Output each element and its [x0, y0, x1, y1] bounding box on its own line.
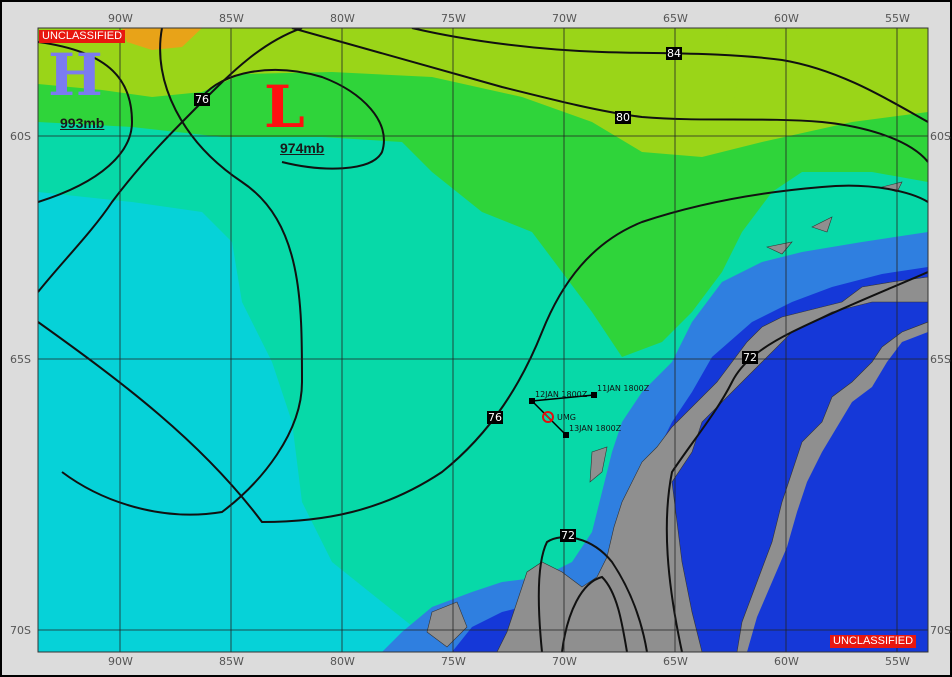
lon-label-top: 70W: [552, 12, 577, 25]
track-label-13jan: 13JAN 1800Z: [569, 424, 622, 433]
isobar-west-ring: [38, 41, 134, 203]
isobar-76-east: [38, 28, 303, 293]
contour-label-84: 84: [666, 47, 682, 60]
lat-label-right: 70S: [930, 624, 951, 637]
lat-label-left: 70S: [10, 624, 31, 637]
contour-label-76: 76: [194, 93, 210, 106]
low-pressure-letter: L: [264, 73, 305, 141]
ocean-zone-light-green-2: [562, 28, 742, 142]
lon-label-bottom: 65W: [663, 655, 688, 668]
lon-label-top: 85W: [219, 12, 244, 25]
lat-label-left: 65S: [10, 353, 31, 366]
lon-label-top: 55W: [885, 12, 910, 25]
isobar-72-inner: [561, 575, 628, 652]
land-islands: [426, 181, 903, 648]
high-pressure-value: 993mb: [60, 115, 105, 131]
lon-label-top: 65W: [663, 12, 688, 25]
isobar-76-low: [201, 68, 385, 170]
contour-label-72: 72: [742, 351, 758, 364]
lon-label-top: 60W: [774, 12, 799, 25]
lat-label-right: 60S: [930, 130, 951, 143]
station-label: UMG: [557, 413, 576, 422]
ocean-zone-orange: [122, 28, 202, 50]
isobar-72-coast: [665, 271, 928, 652]
graticule: [38, 28, 928, 652]
lon-label-bottom: 75W: [441, 655, 466, 668]
isobars: [38, 28, 928, 652]
lon-label-top: 75W: [441, 12, 466, 25]
contour-label-72: 72: [560, 529, 576, 542]
contour-label-80: 80: [615, 111, 631, 124]
land-dark-sea-east: [747, 332, 928, 652]
lon-label-top: 80W: [330, 12, 355, 25]
track-label-11jan: 11JAN 1800Z: [597, 384, 650, 393]
high-pressure-letter: H: [48, 41, 103, 109]
lon-label-bottom: 70W: [552, 655, 577, 668]
track-label-12jan: 12JAN 1800Z: [535, 390, 588, 399]
lon-label-bottom: 60W: [774, 655, 799, 668]
station-marker[interactable]: [542, 411, 554, 423]
lon-label-bottom: 55W: [885, 655, 910, 668]
lon-label-bottom: 80W: [330, 655, 355, 668]
storm-track: [529, 392, 597, 438]
classification-banner-top: UNCLASSIFIED: [39, 30, 126, 43]
isobar-84: [411, 28, 928, 123]
lat-label-right: 65S: [930, 353, 951, 366]
classification-banner-bottom: UNCLASSIFIED: [830, 635, 917, 648]
lon-label-top: 90W: [108, 12, 133, 25]
contour-label-76: 76: [487, 411, 503, 424]
low-pressure-value: 974mb: [280, 140, 325, 156]
lon-label-bottom: 90W: [108, 655, 133, 668]
isobar-76-main: [61, 28, 304, 516]
isobar-80: [291, 28, 928, 163]
isobar-76-tracks: [38, 184, 928, 524]
lon-label-bottom: 85W: [219, 655, 244, 668]
lat-label-left: 60S: [10, 130, 31, 143]
